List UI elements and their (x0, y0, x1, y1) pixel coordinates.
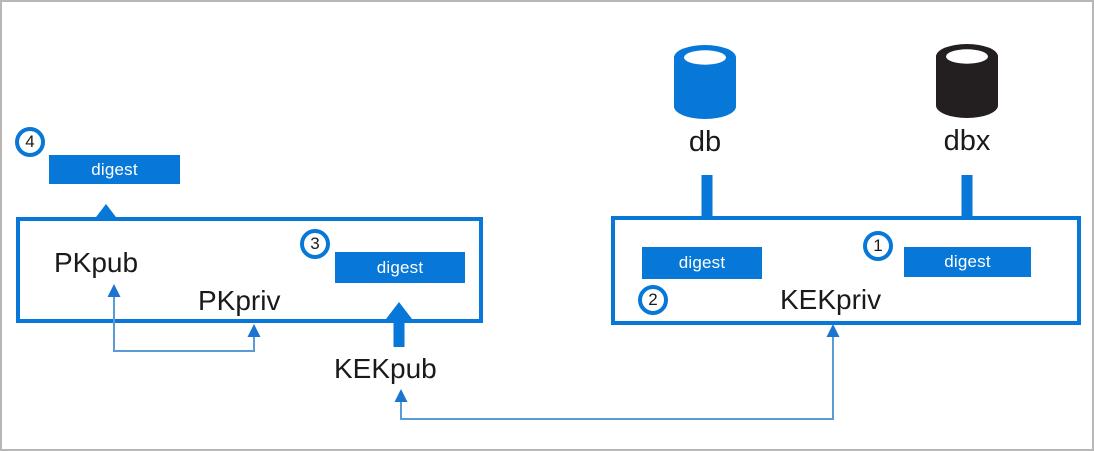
digest-box-4: digest (49, 155, 180, 184)
digest-2-label: digest (678, 253, 726, 272)
step-4-number: 4 (25, 132, 35, 151)
digest-3-label: digest (376, 257, 424, 277)
digest-1-label: digest (944, 252, 991, 271)
digest-4-label: digest (91, 159, 138, 179)
step-1-number: 1 (873, 236, 883, 255)
kekpriv-label: KEKpriv (780, 284, 882, 315)
step-2-badge: 2 (638, 285, 668, 315)
step-2-number: 2 (648, 290, 658, 309)
dbx-database-icon (936, 44, 998, 118)
kekpub-to-digest-arrow-icon (386, 302, 412, 347)
db-database-icon (674, 45, 736, 119)
step-3-badge: 3 (300, 229, 330, 259)
pkpriv-label: PKpriv (198, 285, 281, 316)
step-3-number: 3 (310, 234, 320, 253)
dbx-group: dbx (936, 44, 998, 156)
pkpub-label: PKpub (54, 247, 139, 278)
db-group: db (674, 45, 736, 157)
kekpub-label: KEKpub (334, 353, 437, 384)
digest-box-1: digest (904, 247, 1031, 277)
step-4-badge: 4 (15, 127, 45, 157)
dbx-label: dbx (943, 125, 991, 157)
pkpriv-pkpub-connector-icon (107, 284, 261, 352)
kekpriv-kekpub-connector-icon (394, 324, 840, 420)
step-1-badge: 1 (863, 231, 893, 261)
digest-box-2: digest (642, 247, 762, 279)
digest-box-3: digest (335, 252, 465, 283)
db-label: db (688, 126, 722, 158)
